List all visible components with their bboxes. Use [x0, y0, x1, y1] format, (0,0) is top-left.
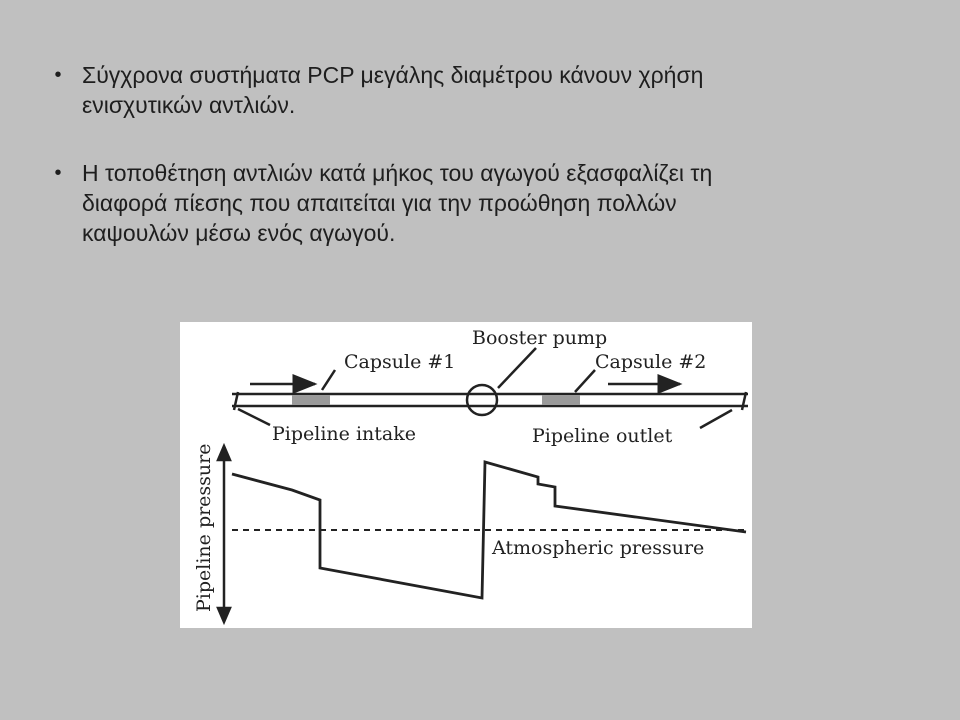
booster-pump-label: Booster pump: [472, 327, 607, 349]
pipeline: [232, 391, 748, 411]
capsule-2-shape: [542, 395, 580, 405]
bullet-line: Σύγχρονα συστήματα PCP μεγάλης διαμέτρου…: [82, 62, 704, 88]
capsule-1-shape: [292, 395, 330, 405]
booster-pump-icon: [465, 383, 499, 417]
bullet-item: • Η τοποθέτηση αντλιών κατά μήκος του αγ…: [48, 158, 908, 248]
pipeline-pressure-axis-label: Pipeline pressure: [193, 444, 215, 613]
leader-lines: [237, 347, 733, 430]
bullet-line: Η τοποθέτηση αντλιών κατά μήκος του αγωγ…: [82, 160, 713, 186]
bullet-line: διαφορά πίεσης που απαιτείται για την πρ…: [82, 190, 677, 216]
pipeline-outlet-label: Pipeline outlet: [532, 425, 673, 447]
bullet-list: • Σύγχρονα συστήματα PCP μεγάλης διαμέτρ…: [48, 60, 908, 286]
bullet-dot-icon: •: [54, 162, 62, 184]
bullet-line: ενισχυτικών αντλιών.: [82, 92, 296, 118]
pressure-axis-arrow-icon: [216, 442, 232, 626]
pressure-profile-line: [231, 460, 747, 600]
capsule-2-label: Capsule #2: [595, 351, 706, 373]
capsule-1-label: Capsule #1: [344, 351, 455, 373]
pipeline-pressure-diagram: Booster pump Capsule #1 Capsule #2 Pipel…: [180, 322, 752, 628]
bullet-item: • Σύγχρονα συστήματα PCP μεγάλης διαμέτρ…: [48, 60, 908, 120]
bullet-dot-icon: •: [54, 64, 62, 86]
bullet-line: καψουλών μέσω ενός αγωγού.: [82, 220, 396, 246]
pipeline-intake-label: Pipeline intake: [272, 423, 416, 445]
atmospheric-pressure-label: Atmospheric pressure: [491, 537, 704, 559]
